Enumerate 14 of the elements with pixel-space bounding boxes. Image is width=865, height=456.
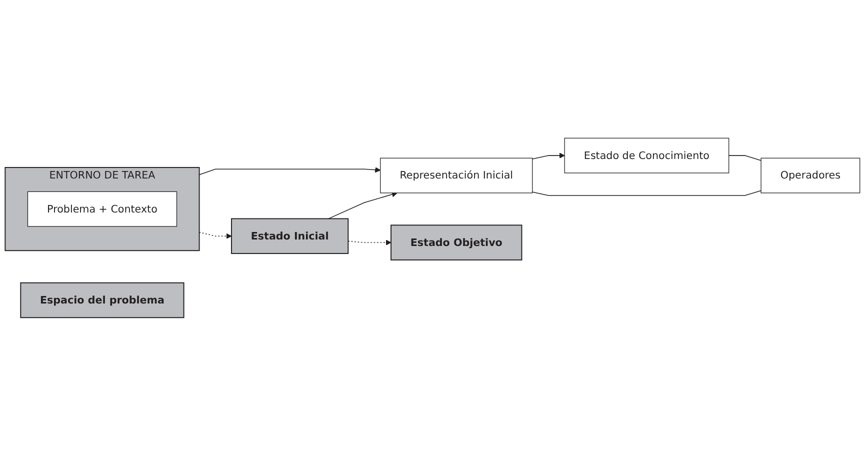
arrow bbox=[328, 192, 398, 220]
arrow bbox=[348, 240, 392, 246]
node-box: Estado Inicial bbox=[231, 218, 349, 254]
arrow bbox=[198, 167, 381, 176]
node-box: Espacio del problema bbox=[20, 282, 184, 318]
arrow bbox=[532, 152, 565, 160]
node-box: Representación Inicial bbox=[380, 158, 533, 194]
node-box: Estado Objetivo bbox=[390, 224, 522, 261]
arrow bbox=[198, 232, 232, 240]
node-box: Operadores bbox=[760, 158, 860, 194]
node-box: Problema + Contexto bbox=[27, 191, 178, 227]
connector bbox=[532, 190, 762, 196]
node-box: Estado de Conocimiento bbox=[564, 138, 730, 174]
connector bbox=[728, 155, 762, 161]
